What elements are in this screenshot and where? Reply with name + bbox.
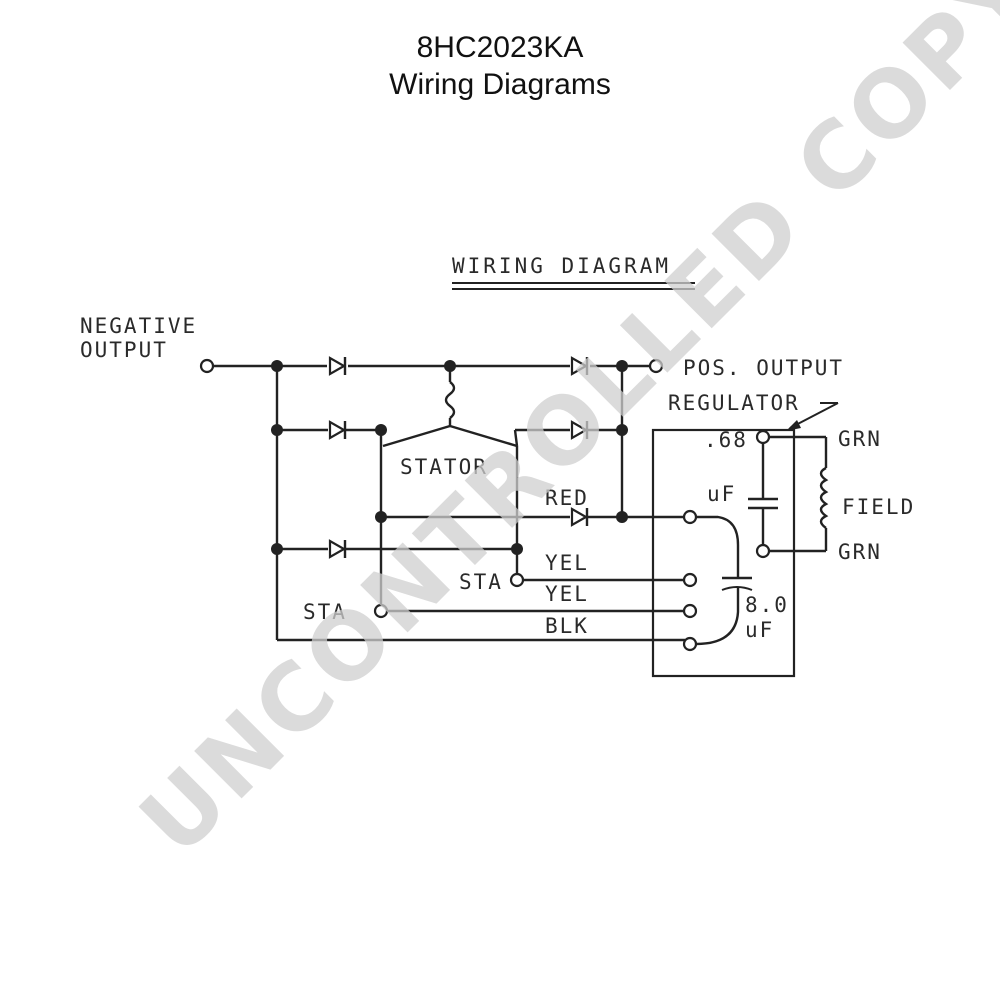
capacitor-small [748,443,778,545]
diode-2 [570,356,589,376]
sta-terminal-right [509,572,525,588]
diode-1 [328,356,347,376]
pos-output-terminal [648,358,664,374]
diode-3 [277,420,381,440]
field-coil [769,435,829,553]
junction-dots [271,360,628,555]
regulator-arrow [786,402,839,431]
diode-4 [515,420,622,440]
cap-large-unit: uF [745,618,774,642]
negative-output-label-1: NEGATIVE [80,314,197,338]
stator-label: STATOR [400,455,488,479]
part-number: 8HC2023KA [416,31,584,64]
red-wire-label: RED [545,486,589,510]
grn-bottom-label: GRN [838,540,882,564]
field-terminal-top [755,429,771,445]
cap-large-value: 8.0 [745,593,789,617]
regulator-terminal-red [682,509,698,525]
regulator-terminal-yel-1 [682,572,698,588]
yel-wire-label-1: YEL [545,551,589,575]
pos-output-label: POS. OUTPUT [683,356,844,380]
field-terminal-bottom [755,543,771,559]
regulator-terminal-blk [682,636,698,652]
sta-left-label: STA [303,600,347,624]
blk-wire-label: BLK [545,614,589,638]
regulator-box [651,428,796,678]
yel-wire-label-2: YEL [545,582,589,606]
capacitor-large [695,515,753,646]
cap-small-unit: uF [707,482,736,506]
diode-5 [381,507,690,527]
negative-output-terminal [199,358,215,374]
regulator-label: REGULATOR [668,391,800,415]
regulator-terminal-yel-2 [682,603,698,619]
sta-terminal-left [373,603,389,619]
negative-output-label-2: OUTPUT [80,338,168,362]
page-header: 8HC2023KA Wiring Diagrams [0,30,1000,104]
cap-small-value: .68 [704,428,748,452]
diagram-title: WIRING DIAGRAM [452,254,671,278]
page-subtitle: Wiring Diagrams [389,68,611,101]
grn-top-label: GRN [838,427,882,451]
sta-right-label: STA [459,570,503,594]
diode-6 [277,539,516,559]
field-label: FIELD [842,495,915,519]
